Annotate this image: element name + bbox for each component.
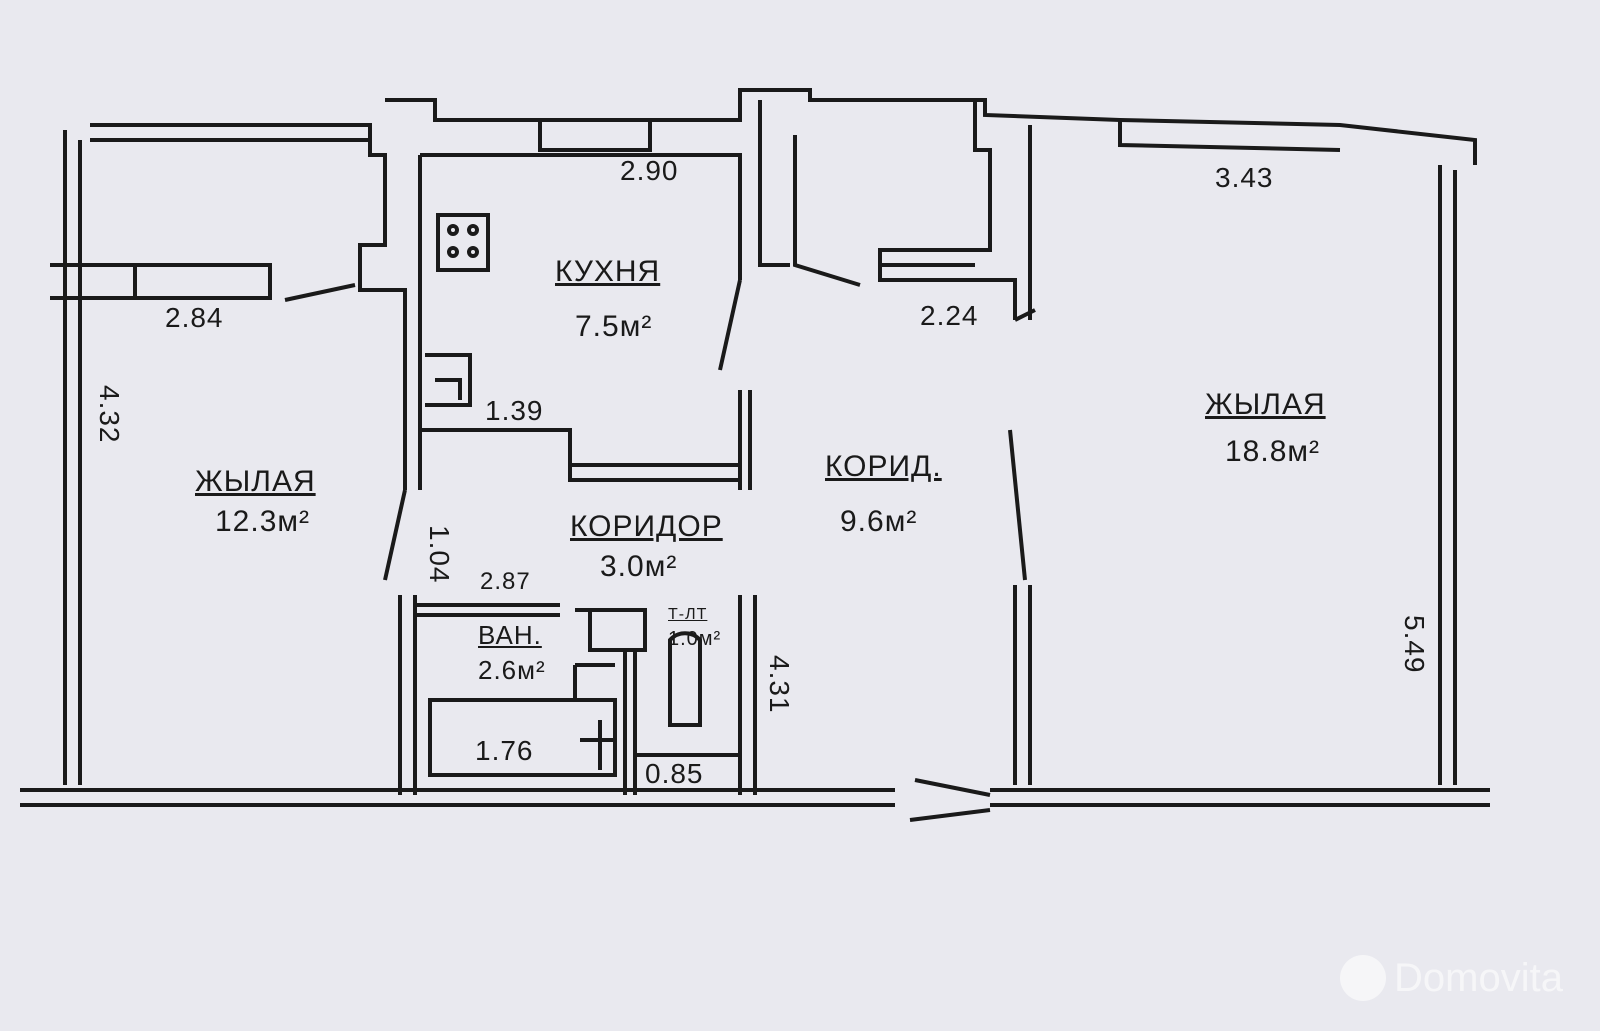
domovita-watermark: Domovita <box>1340 955 1563 1001</box>
dimension-label: 2.24 <box>920 300 979 331</box>
room-name-kitchen: КУХНЯ <box>555 255 661 288</box>
room-area-toilet: 1.0м² <box>668 628 722 650</box>
dimension-label: 0.85 <box>645 758 704 789</box>
room-area-corridor-2: 9.6м² <box>840 505 918 538</box>
dimension-label: 1.04 <box>424 525 455 584</box>
walls <box>20 88 1490 822</box>
dimension-label: 1.76 <box>475 735 534 766</box>
room-area-corridor-1: 3.0м² <box>600 550 678 583</box>
logo-circle-icon <box>1340 955 1386 1001</box>
room-area-living-2: 18.8м² <box>1225 435 1321 468</box>
room-area-kitchen: 7.5м² <box>575 310 653 343</box>
room-name-toilet: Т-ЛТ <box>668 606 708 623</box>
dimension-label: 2.87 <box>480 568 531 595</box>
dimension-label: 2.90 <box>620 155 679 186</box>
stove-icon <box>436 213 490 272</box>
dimension-label: 4.32 <box>94 385 125 444</box>
room-area-living-1: 12.3м² <box>215 505 311 538</box>
room-name-living-2: ЖЫЛАЯ <box>1205 388 1326 421</box>
room-area-bathroom: 2.6м² <box>478 655 546 685</box>
dimension-label: 4.31 <box>764 655 795 714</box>
room-name-corridor-2: КОРИД. <box>825 450 942 483</box>
dimension-label: 5.49 <box>1399 615 1430 674</box>
room-name-corridor-1: КОРИДОР <box>570 510 723 543</box>
dimension-label: 2.84 <box>165 302 224 333</box>
room-name-living-1: ЖЫЛАЯ <box>195 465 316 498</box>
watermark-text: Domovita <box>1394 955 1563 1000</box>
room-name-bathroom: ВАН. <box>478 620 542 650</box>
dimension-label: 3.43 <box>1215 162 1274 193</box>
dimension-label: 1.39 <box>485 395 544 426</box>
